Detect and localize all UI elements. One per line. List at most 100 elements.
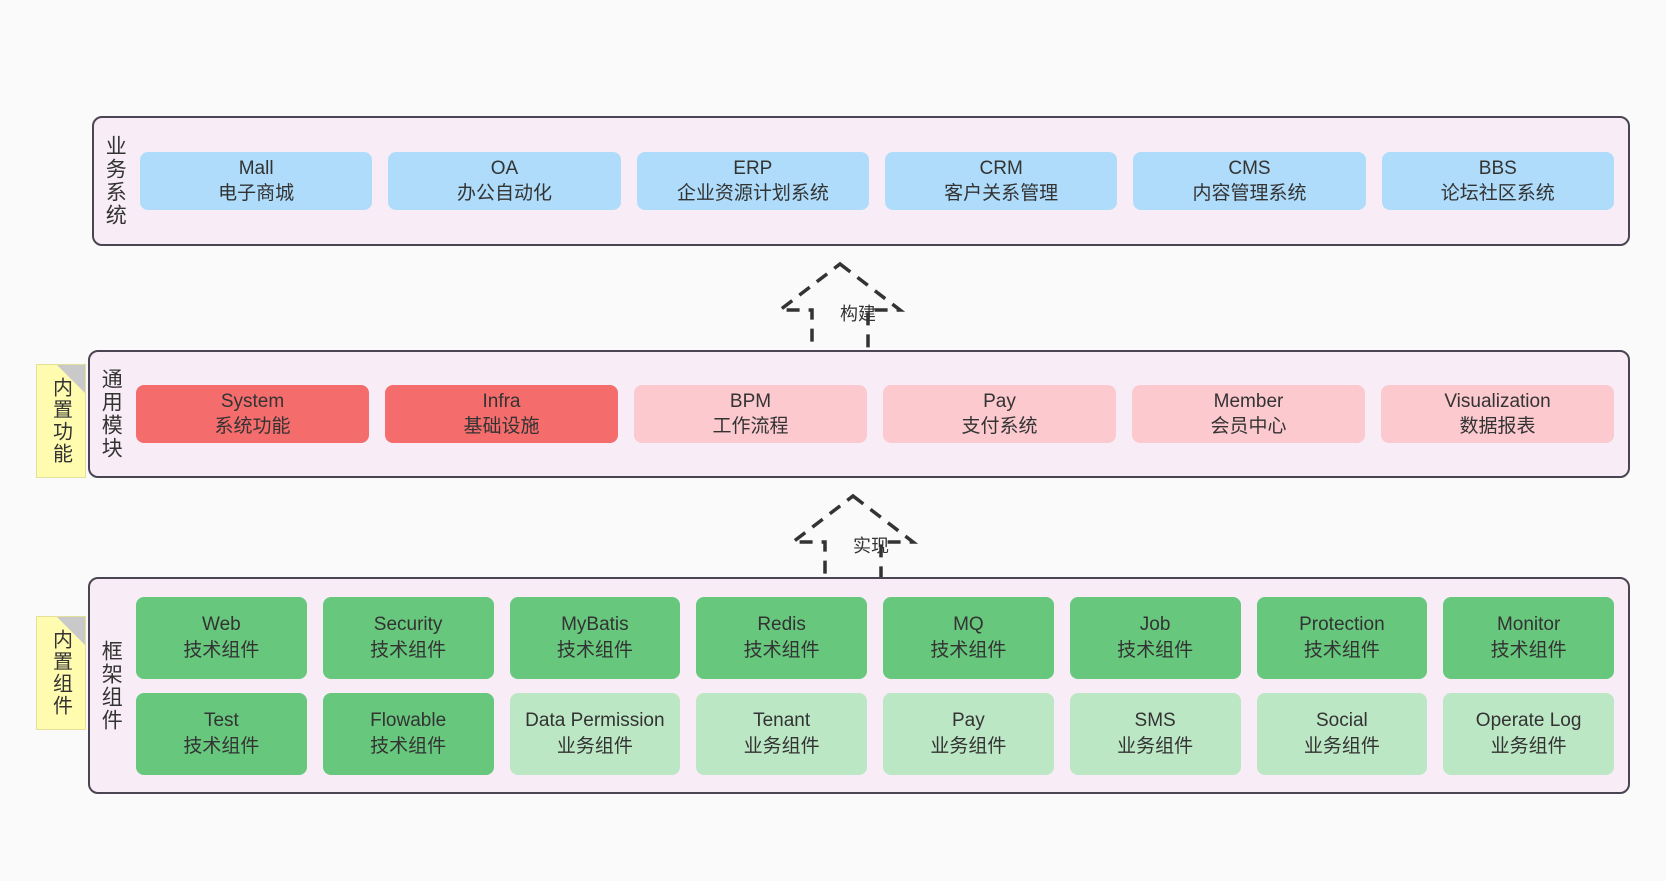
card-oa[interactable]: OA 办公自动化 <box>388 151 621 211</box>
card-title: Social <box>1316 710 1368 732</box>
card-title: Visualization <box>1444 390 1551 412</box>
card-title: CRM <box>979 157 1023 179</box>
card-subtitle: 电子商城 <box>218 183 295 204</box>
card-title: BBS <box>1478 157 1517 179</box>
sticky-note-builtin-features[interactable]: 内置功能 <box>36 364 86 478</box>
card-subtitle: 论坛社区系统 <box>1440 183 1555 204</box>
card-title: System <box>220 390 285 412</box>
card-title: SMS <box>1134 710 1176 732</box>
card-bbs[interactable]: BBS 论坛社区系统 <box>1381 151 1614 211</box>
card-title: Redis <box>757 614 806 636</box>
card-subtitle: 支付系统 <box>961 416 1038 437</box>
card-tenant[interactable]: Tenant 业务组件 <box>696 692 867 775</box>
card-web[interactable]: Web 技术组件 <box>136 596 307 679</box>
card-title: Member <box>1213 390 1284 412</box>
card-row: Test 技术组件 Flowable 技术组件 Data Permission … <box>136 692 1614 775</box>
card-system[interactable]: System 系统功能 <box>136 384 369 444</box>
card-title: ERP <box>733 157 773 179</box>
card-crm[interactable]: CRM 客户关系管理 <box>884 151 1118 211</box>
card-operate-log[interactable]: Operate Log 业务组件 <box>1443 692 1614 775</box>
card-protection[interactable]: Protection 技术组件 <box>1256 596 1428 679</box>
card-social[interactable]: Social 业务组件 <box>1256 692 1428 775</box>
card-row: System 系统功能 Infra 基础设施 BPM 工作流程 Pay 支付系统… <box>136 384 1614 444</box>
card-subtitle: 客户关系管理 <box>944 183 1059 204</box>
sticky-note-label: 内置组件 <box>49 629 72 717</box>
card-subtitle: 业务组件 <box>1303 735 1380 757</box>
layer-body-common-modules: System 系统功能 Infra 基础设施 BPM 工作流程 Pay 支付系统… <box>130 352 1628 476</box>
card-subtitle: 技术组件 <box>930 639 1007 661</box>
card-data-permission[interactable]: Data Permission 业务组件 <box>509 692 681 775</box>
card-title: Pay <box>952 710 985 732</box>
card-job[interactable]: Job 技术组件 <box>1069 596 1241 679</box>
arrow-build-label: 构建 <box>840 304 876 324</box>
card-subtitle: 数据报表 <box>1459 416 1536 437</box>
card-subtitle: 技术组件 <box>183 735 260 757</box>
layer-body-business-systems: Mall 电子商城 OA 办公自动化 ERP 企业资源计划系统 CRM 客户关系… <box>134 118 1628 244</box>
card-subtitle: 技术组件 <box>183 639 260 661</box>
card-subtitle: 技术组件 <box>370 639 447 661</box>
layer-label-business-systems: 业务系统 <box>103 135 127 227</box>
card-pay-component[interactable]: Pay 业务组件 <box>883 692 1054 775</box>
card-title: Pay <box>983 390 1016 412</box>
card-subtitle: 技术组件 <box>1303 639 1380 661</box>
card-pay[interactable]: Pay 支付系统 <box>883 384 1116 444</box>
card-title: Web <box>202 614 241 636</box>
layer-framework-components[interactable]: 框架组件 Web 技术组件 Security 技术组件 MyBatis 技术组件… <box>88 577 1630 794</box>
card-title: Infra <box>482 390 521 412</box>
card-title: MQ <box>953 614 984 636</box>
card-subtitle: 技术组件 <box>1117 639 1194 661</box>
card-title: Monitor <box>1496 614 1561 636</box>
card-title: Security <box>373 614 443 636</box>
card-flowable[interactable]: Flowable 技术组件 <box>322 692 494 775</box>
card-visualization[interactable]: Visualization 数据报表 <box>1381 384 1614 444</box>
layer-label-common-modules: 通用模块 <box>99 368 123 460</box>
card-title: Tenant <box>753 710 811 732</box>
card-title: Data Permission <box>525 710 665 732</box>
card-sms[interactable]: SMS 业务组件 <box>1069 692 1241 775</box>
card-title: Operate Log <box>1475 710 1582 732</box>
card-subtitle: 企业资源计划系统 <box>676 183 829 204</box>
card-title: Mall <box>238 157 274 179</box>
card-mq[interactable]: MQ 技术组件 <box>883 596 1054 679</box>
card-mall[interactable]: Mall 电子商城 <box>140 151 373 211</box>
card-subtitle: 技术组件 <box>743 639 820 661</box>
card-erp[interactable]: ERP 企业资源计划系统 <box>636 151 869 211</box>
card-monitor[interactable]: Monitor 技术组件 <box>1443 596 1614 679</box>
card-row: Web 技术组件 Security 技术组件 MyBatis 技术组件 Redi… <box>136 596 1614 679</box>
card-title: Protection <box>1299 614 1385 636</box>
card-title: MyBatis <box>561 614 629 636</box>
sticky-note-label: 内置功能 <box>49 377 72 465</box>
card-mybatis[interactable]: MyBatis 技术组件 <box>509 596 681 679</box>
card-subtitle: 会员中心 <box>1210 416 1287 437</box>
sticky-note-builtin-components[interactable]: 内置组件 <box>36 616 86 730</box>
arrow-build: 构建 <box>760 258 920 358</box>
card-cms[interactable]: CMS 内容管理系统 <box>1133 151 1366 211</box>
card-title: CMS <box>1228 157 1271 179</box>
card-infra[interactable]: Infra 基础设施 <box>385 384 618 444</box>
card-redis[interactable]: Redis 技术组件 <box>696 596 867 679</box>
card-subtitle: 业务组件 <box>1117 735 1194 757</box>
card-test[interactable]: Test 技术组件 <box>136 692 307 775</box>
card-title: Test <box>203 710 239 732</box>
layer-body-framework-components: Web 技术组件 Security 技术组件 MyBatis 技术组件 Redi… <box>130 579 1628 792</box>
layer-common-modules[interactable]: 通用模块 System 系统功能 Infra 基础设施 BPM 工作流程 Pay… <box>88 350 1630 478</box>
card-subtitle: 技术组件 <box>370 735 447 757</box>
card-subtitle: 业务组件 <box>930 735 1007 757</box>
card-member[interactable]: Member 会员中心 <box>1132 384 1365 444</box>
card-subtitle: 基础设施 <box>463 416 540 437</box>
card-subtitle: 系统功能 <box>214 416 291 437</box>
card-title: Job <box>1139 614 1171 636</box>
layer-label-framework-components: 框架组件 <box>99 639 123 732</box>
card-subtitle: 业务组件 <box>1490 735 1567 757</box>
card-title: Flowable <box>370 710 447 732</box>
layer-business-systems[interactable]: 业务系统 Mall 电子商城 OA 办公自动化 ERP 企业资源计划系统 CRM… <box>92 116 1630 246</box>
card-subtitle: 技术组件 <box>556 639 633 661</box>
card-bpm[interactable]: BPM 工作流程 <box>634 384 867 444</box>
card-subtitle: 技术组件 <box>1490 639 1567 661</box>
card-security[interactable]: Security 技术组件 <box>322 596 494 679</box>
card-subtitle: 工作流程 <box>712 416 789 437</box>
card-subtitle: 内容管理系统 <box>1192 183 1307 204</box>
card-subtitle: 业务组件 <box>743 735 820 757</box>
card-title: BPM <box>729 390 772 412</box>
